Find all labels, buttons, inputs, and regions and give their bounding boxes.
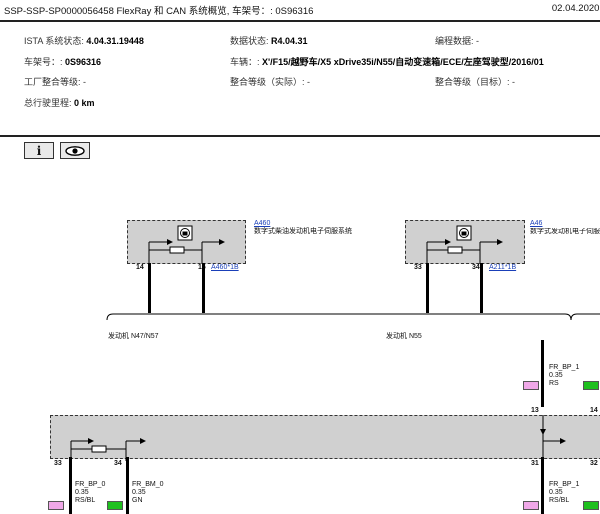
signal-label-fr-bp-1-top: FR_BP_1 0.35 RS [549,364,580,387]
a46-pin-a: 33 [414,264,422,271]
a460-pin-b: 16 [198,264,206,271]
a460-description: 数字式柴油发动机电子伺服系统 [254,228,352,235]
bus-internal-circuit [70,415,566,461]
a46-wire-left [426,263,429,313]
signal-label-fr-bp-0: FR_BP_0 0.35 RS/BL [75,481,106,504]
vehicle-description: 车辆：: X'/F15/越野车/X5 xDrive35i/N55/自动变速箱/E… [230,57,544,67]
control-unit-bus[interactable] [50,415,600,459]
signal-wire-fr-bp-0 [69,457,72,514]
bus-pin-bottom-1: 33 [54,460,62,467]
a460-internal-circuit [148,225,225,264]
info-button[interactable]: i [24,142,54,159]
signal-label-fr-bm-0: FR_BM_0 0.35 GN [132,481,164,504]
signal-wire-fr-bp-1-top [541,340,544,407]
a460-pin-a: 14 [136,264,144,271]
bus-pin-bottom-4: 32 [590,460,598,467]
a46-wire-right [480,263,483,313]
header-divider [0,20,600,22]
a46-internal-circuit [426,225,503,264]
wire-color-swatch-green [107,501,123,510]
vin-number: 车架号：: 0S96316 [24,57,102,67]
info-divider [0,135,600,137]
a46-connector-link[interactable]: A211*1B [489,264,517,271]
a460-wire-right [202,263,205,313]
a46-id-link[interactable]: A46 [530,220,543,227]
bus-pin-top-left: 13 [531,407,539,414]
bus-pin-top-right: 14 [590,407,598,414]
programming-data: 编程数据: - [435,36,479,46]
integration-level-actual: 整合等级（实际）: - [230,77,310,87]
factory-integration-level: 工厂整合等级: - [24,77,86,87]
a460-id-link[interactable]: A460 [254,220,271,227]
variant-right-label: 发动机 N55 [386,333,422,340]
wire-color-swatch-green [583,501,599,510]
view-button[interactable] [60,142,90,159]
integration-level-target: 整合等级（目标）: - [435,77,515,87]
wire-color-swatch-green [583,381,599,390]
signal-label-fr-bp-1-bottom: FR_BP_1 0.35 RS/BL [549,481,580,504]
signal-wire-fr-bp-1-bottom [541,457,544,514]
ista-status: ISTA 系统状态: 4.04.31.19448 [24,36,144,46]
bus-pin-bottom-3: 31 [531,460,539,467]
bus-pin-bottom-2: 34 [114,460,122,467]
signal-wire-fr-bm-0 [126,457,129,514]
total-mileage: 总行驶里程: 0 km [24,98,95,108]
wire-color-swatch-pink [48,501,64,510]
data-status: 数据状态: R4.04.31 [230,36,308,46]
variant-brace [106,313,600,321]
variant-left-label: 发动机 N47/N57 [108,333,159,340]
info-icon: i [36,143,42,158]
document-title: SSP-SSP-SP0000056458 FlexRay 和 CAN 系统概览,… [4,6,314,17]
wire-color-swatch-pink [523,501,539,510]
window-header: SSP-SSP-SP0000056458 FlexRay 和 CAN 系统概览,… [0,0,600,18]
a460-connector-link[interactable]: A460*1B [211,264,239,271]
eye-icon [65,145,85,156]
a46-description: 数字式发动机电子伺服 [530,228,600,235]
document-date: 02.04.2020, 0 [551,3,600,14]
a460-wire-left [148,263,151,313]
a46-pin-b: 34 [472,264,480,271]
wire-color-swatch-pink [523,381,539,390]
